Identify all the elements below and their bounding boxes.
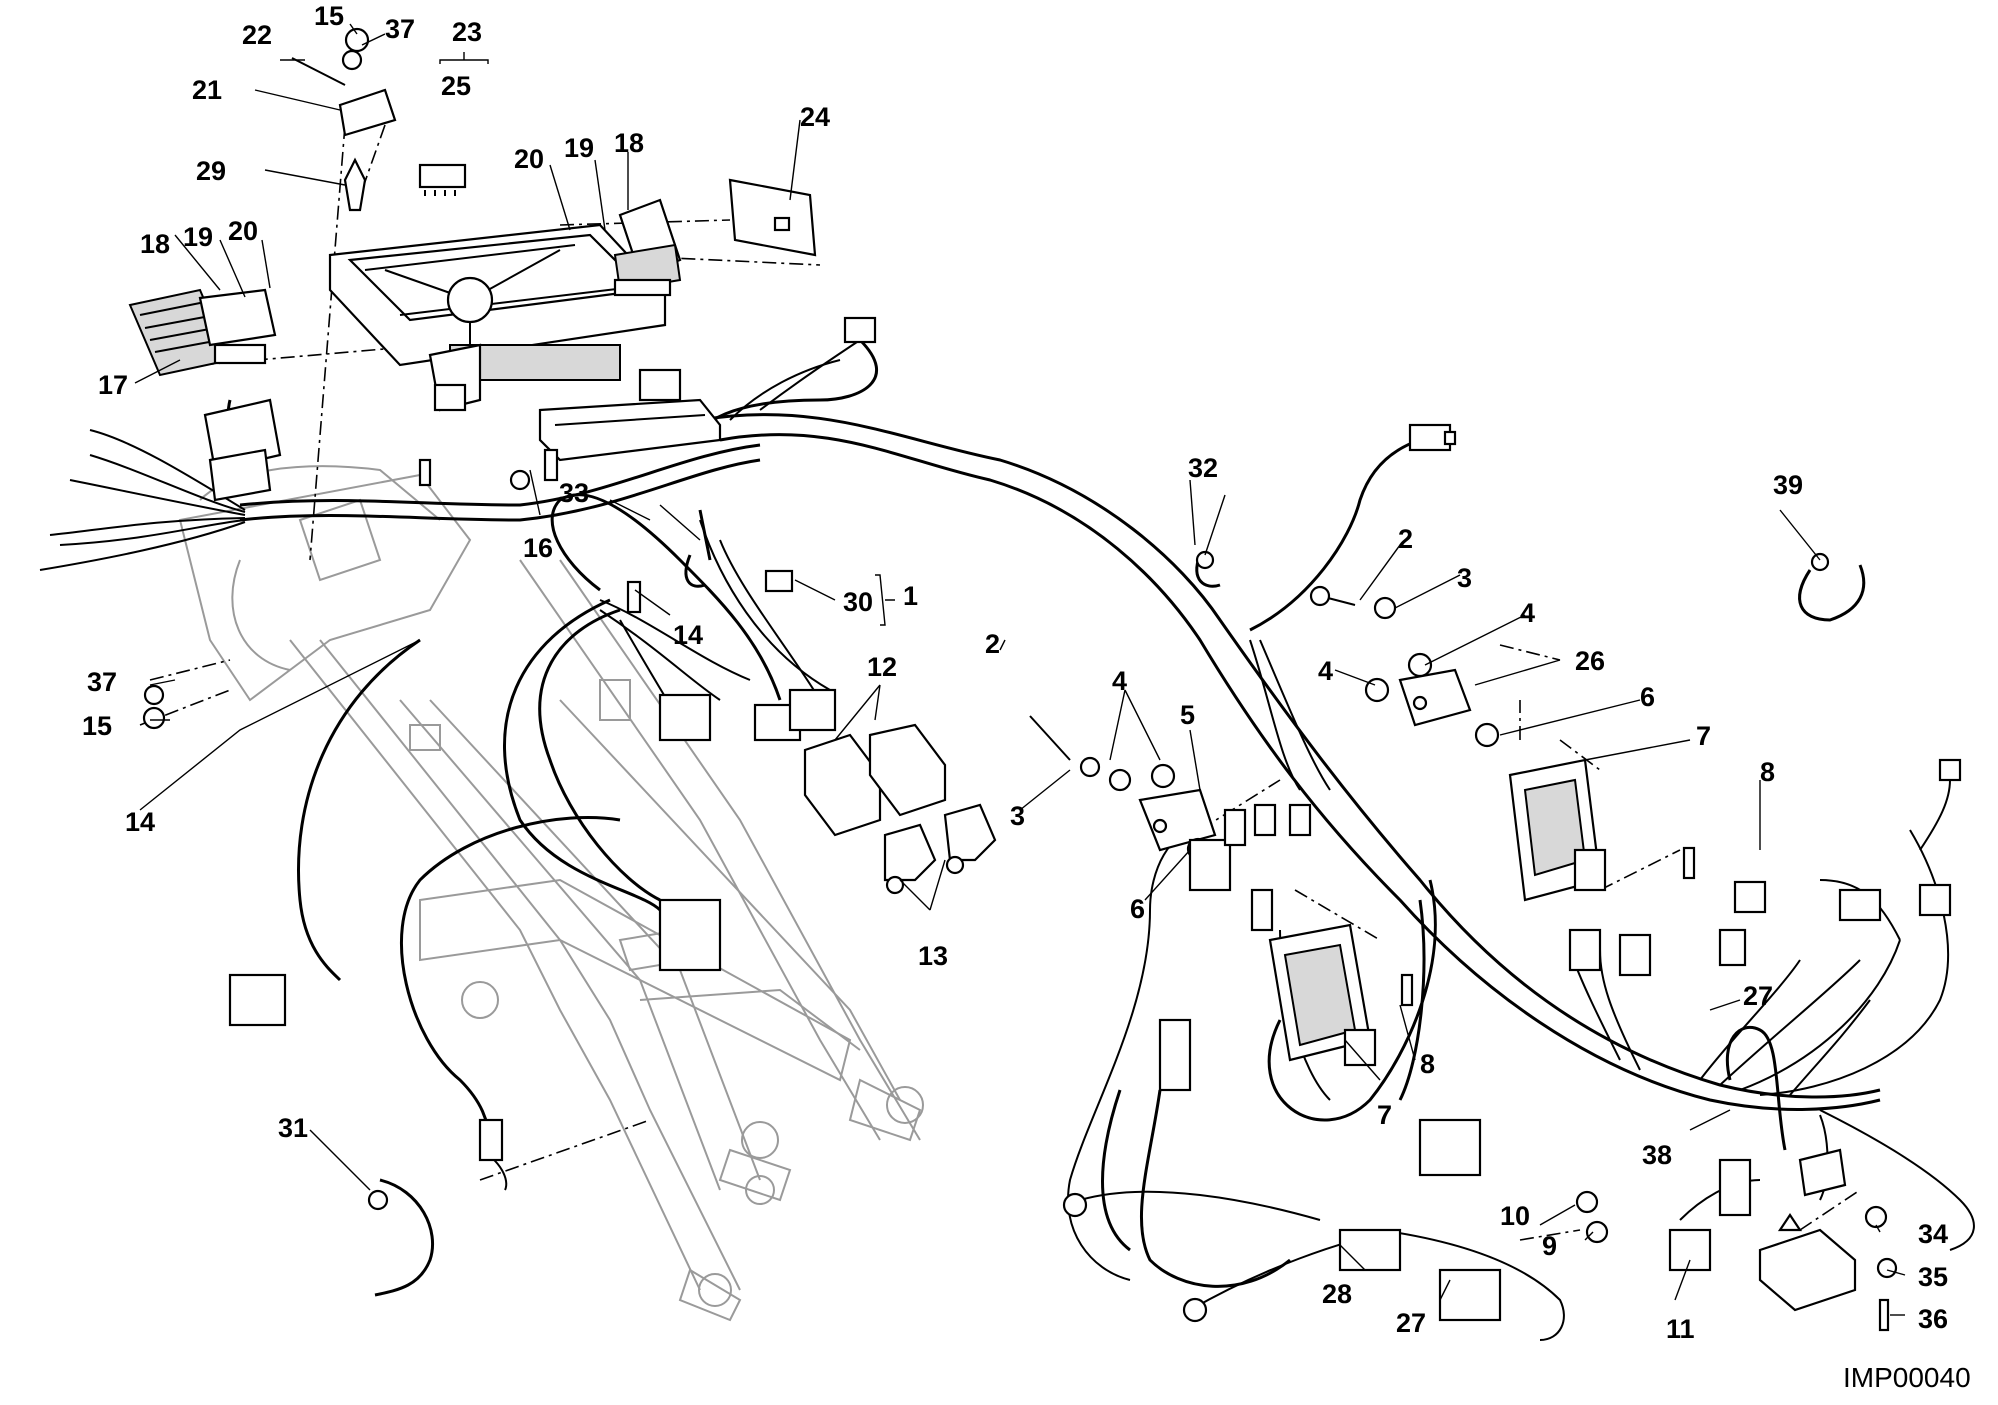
callout-38: 38: [1642, 1140, 1672, 1170]
callout-labels: 22 15 37 23 21 25 24 20 19 18 29 18 19 2…: [82, 1, 1948, 1344]
callout-27-lower: 27: [1396, 1308, 1426, 1338]
callout-20-left: 20: [228, 216, 258, 246]
callout-28: 28: [1322, 1279, 1352, 1309]
callout-13: 13: [918, 941, 948, 971]
callout-14-upper: 14: [673, 620, 703, 650]
callout-35: 35: [1918, 1262, 1948, 1292]
callout-11: 11: [1666, 1314, 1695, 1344]
sensor-38: [1725, 1026, 1787, 1151]
callout-4-mid: 4: [1112, 666, 1127, 696]
callout-4-right-b: 4: [1318, 656, 1333, 686]
callout-15-top: 15: [314, 1, 344, 31]
cable-clamp-31: [367, 1178, 435, 1297]
bracket-26: [1398, 668, 1500, 748]
callout-19-right: 19: [564, 133, 594, 163]
callout-37-lower: 37: [87, 667, 117, 697]
callout-25: 25: [441, 71, 471, 101]
callout-2-right: 2: [1398, 524, 1413, 554]
callout-36: 36: [1918, 1304, 1948, 1334]
drawing-code: IMP00040: [1843, 1362, 1971, 1393]
wiring-harness: [39, 338, 1975, 1341]
upper-bracket-21: [291, 27, 397, 212]
cable-clamp-39: [1798, 552, 1866, 622]
ecu-cover-plate: [728, 178, 817, 257]
callout-6-right: 6: [1640, 682, 1655, 712]
relay-block: [803, 723, 997, 895]
callout-8-lower: 8: [1420, 1049, 1435, 1079]
callout-2-mid: 2: [985, 629, 1000, 659]
chip-module: [418, 163, 467, 196]
callout-10: 10: [1500, 1201, 1530, 1231]
callout-4-right: 4: [1520, 598, 1535, 628]
callout-18-left: 18: [140, 229, 170, 259]
callout-23: 23: [452, 17, 482, 47]
callout-37-top: 37: [385, 14, 415, 44]
callout-20-right: 20: [514, 144, 544, 174]
coil-module-lower: [1268, 923, 1377, 1067]
callout-17: 17: [98, 370, 128, 400]
callout-26: 26: [1575, 646, 1605, 676]
callout-5: 5: [1180, 700, 1195, 730]
callout-22: 22: [242, 20, 272, 50]
callout-leaders: [134, 23, 1906, 1316]
callout-18-right: 18: [614, 128, 644, 158]
pressure-sensor: [1758, 1148, 1898, 1332]
mounting-bracket-left: [128, 288, 277, 377]
callout-3-right: 3: [1457, 563, 1472, 593]
callout-15-lower: 15: [82, 711, 112, 741]
callout-27-upper: 27: [1743, 981, 1773, 1011]
callout-16: 16: [523, 533, 553, 563]
callout-1: 1: [903, 581, 918, 611]
callout-34: 34: [1918, 1219, 1948, 1249]
callout-19-left: 19: [183, 222, 213, 252]
callout-30: 30: [843, 587, 873, 617]
callout-21: 21: [192, 75, 222, 105]
diagnostic-connector: [203, 398, 282, 502]
coil-module-upper: [1508, 758, 1607, 902]
callout-12: 12: [867, 652, 897, 682]
callout-29: 29: [196, 156, 226, 186]
callout-31: 31: [278, 1113, 308, 1143]
mounting-bracket-right: [613, 198, 682, 297]
callout-8-upper: 8: [1760, 757, 1775, 787]
callout-33: 33: [559, 478, 589, 508]
callout-14-lower: 14: [125, 807, 155, 837]
callout-9: 9: [1542, 1231, 1557, 1261]
callout-6-mid: 6: [1130, 894, 1145, 924]
cable-tie-33: [684, 509, 712, 588]
callout-3-mid: 3: [1010, 801, 1025, 831]
callout-7-upper: 7: [1696, 721, 1711, 751]
callout-39: 39: [1773, 470, 1803, 500]
callout-7-lower: 7: [1377, 1100, 1392, 1130]
cable-tie-32: [1195, 550, 1221, 588]
callout-32: 32: [1188, 453, 1218, 483]
callout-24: 24: [800, 102, 830, 132]
motorcycle-frame: [178, 465, 924, 1322]
ecu-unit: [328, 223, 722, 462]
connectors: [228, 316, 1962, 1323]
